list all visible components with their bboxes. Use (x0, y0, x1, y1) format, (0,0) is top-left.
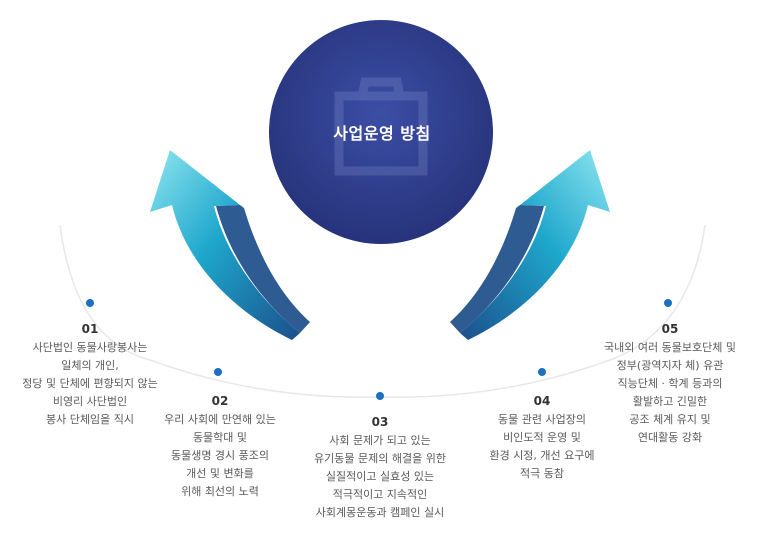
item-04-number: 04 (533, 394, 551, 408)
item-01: 01 사단법인 동물사랑봉사는 일체의 개인, 정당 및 단체에 편향되지 않는… (10, 320, 170, 429)
item-02-number: 02 (211, 394, 229, 408)
point-03-dot (376, 392, 384, 400)
right-arrow (450, 150, 610, 340)
left-arrow (150, 150, 310, 340)
item-05-text: 국내외 여러 동물보호단체 및 정부(광역지자 체) 유관 직능단체 · 학계 … (604, 341, 736, 444)
item-03: 03 사회 문제가 되고 있는 유기동물 문제의 해결을 위한 실질적이고 실효… (290, 413, 470, 522)
item-01-number: 01 (81, 322, 99, 336)
item-03-text: 사회 문제가 되고 있는 유기동물 문제의 해결을 위한 실질적이고 실효성 있… (314, 434, 446, 519)
center-circle (269, 20, 493, 244)
item-04-text: 동물 관련 사업장의 비인도적 운영 및 환경 시정, 개선 요구에 적극 동참 (489, 413, 595, 480)
item-04: 04 동물 관련 사업장의 비인도적 운영 및 환경 시정, 개선 요구에 적극… (462, 392, 622, 483)
point-05-dot (664, 299, 672, 307)
item-05-number: 05 (661, 322, 679, 336)
item-05: 05 국내외 여러 동물보호단체 및 정부(광역지자 체) 유관 직능단체 · … (588, 320, 752, 447)
center-title: 사업운영 방침 (333, 124, 431, 143)
point-01-dot (86, 299, 94, 307)
item-02: 02 우리 사회에 만연해 있는 동물학대 및 동물생명 경시 풍조의 개선 및… (140, 392, 300, 501)
point-02-dot (214, 368, 222, 376)
clipboard-icon (334, 77, 428, 176)
item-03-number: 03 (371, 415, 389, 429)
point-04-dot (538, 368, 546, 376)
item-01-text: 사단법인 동물사랑봉사는 일체의 개인, 정당 및 단체에 편향되지 않는 비영… (22, 341, 158, 426)
item-02-text: 우리 사회에 만연해 있는 동물학대 및 동물생명 경시 풍조의 개선 및 변화… (164, 413, 276, 498)
